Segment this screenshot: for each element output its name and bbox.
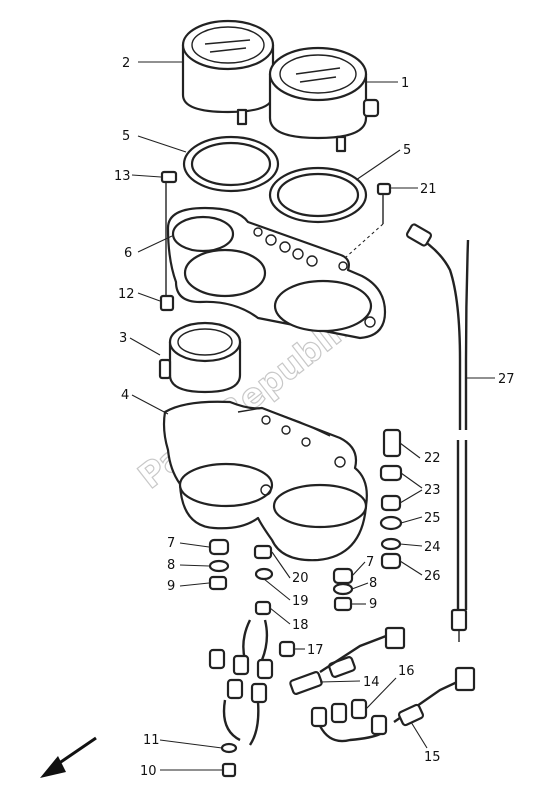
callout-7-left: 7 <box>167 536 175 551</box>
washer-8-right[interactable] <box>332 582 354 596</box>
gauge-2-tachometer[interactable] <box>181 19 275 126</box>
nut-9-right[interactable] <box>333 596 353 612</box>
callout-17: 17 <box>307 643 324 658</box>
washer-11[interactable] <box>220 742 238 754</box>
callout-13: 13 <box>114 169 131 184</box>
callout-9-right: 9 <box>369 597 377 612</box>
callout-9-left: 9 <box>167 579 175 594</box>
arrow-down-left-icon <box>40 736 97 778</box>
callout-5-left: 5 <box>122 129 130 144</box>
callout-15: 15 <box>424 750 441 765</box>
meter-housing-4[interactable] <box>162 400 368 562</box>
callout-4: 4 <box>121 388 129 403</box>
callout-27: 27 <box>498 372 515 387</box>
washer-24[interactable] <box>380 537 402 551</box>
grommet-7-left[interactable] <box>208 538 230 556</box>
callout-26: 26 <box>424 569 441 584</box>
callout-22: 22 <box>424 451 441 466</box>
callout-2: 2 <box>122 56 130 71</box>
bracket-plate-6[interactable] <box>166 206 387 340</box>
grommet-7-right[interactable] <box>332 567 354 585</box>
callout-25: 25 <box>424 511 441 526</box>
callout-1: 1 <box>401 76 409 91</box>
callout-24: 24 <box>424 540 441 555</box>
gasket-5-right[interactable] <box>268 166 368 224</box>
gauge-3-indicator[interactable] <box>158 321 242 394</box>
callout-16: 16 <box>398 664 415 679</box>
screw-10[interactable] <box>221 762 237 778</box>
leader-lines <box>129 61 495 771</box>
callout-19: 19 <box>292 594 309 609</box>
nut-9-left[interactable] <box>208 575 228 591</box>
callout-12: 12 <box>118 287 135 302</box>
callout-10: 10 <box>140 764 157 779</box>
gasket-5-left[interactable] <box>182 135 280 193</box>
callout-6: 6 <box>124 246 132 261</box>
callout-11: 11 <box>143 733 160 748</box>
spacer-22[interactable] <box>382 428 402 458</box>
grommet-23[interactable] <box>379 464 403 512</box>
callout-23: 23 <box>424 483 441 498</box>
washer-8-left[interactable] <box>208 559 230 573</box>
callout-7-right: 7 <box>366 555 374 570</box>
bolt-21[interactable] <box>344 182 392 259</box>
speedometer-cable-27[interactable] <box>405 223 470 642</box>
callout-20: 20 <box>292 571 309 586</box>
spacer-12[interactable] <box>159 294 175 312</box>
callout-5-right: 5 <box>403 143 411 158</box>
callout-3: 3 <box>119 331 127 346</box>
callout-8-right: 8 <box>369 576 377 591</box>
washer-19[interactable] <box>254 567 274 581</box>
wire-harness-14[interactable] <box>208 619 406 746</box>
bolt-13[interactable] <box>160 170 178 296</box>
gauge-1-speedometer[interactable] <box>268 46 380 153</box>
callout-21: 21 <box>420 182 437 197</box>
callout-14: 14 <box>363 675 380 690</box>
nut-18[interactable] <box>254 600 272 616</box>
wire-harness-16[interactable] <box>310 666 476 743</box>
nut-26[interactable] <box>380 552 402 570</box>
callout-18: 18 <box>292 618 309 633</box>
grommet-20[interactable] <box>253 544 273 560</box>
callout-8-left: 8 <box>167 558 175 573</box>
washer-25[interactable] <box>379 515 403 531</box>
callout-labels: 1 2 3 4 5 5 6 7 7 8 8 9 9 10 11 12 13 14… <box>114 56 515 779</box>
screw-17[interactable] <box>278 640 296 658</box>
